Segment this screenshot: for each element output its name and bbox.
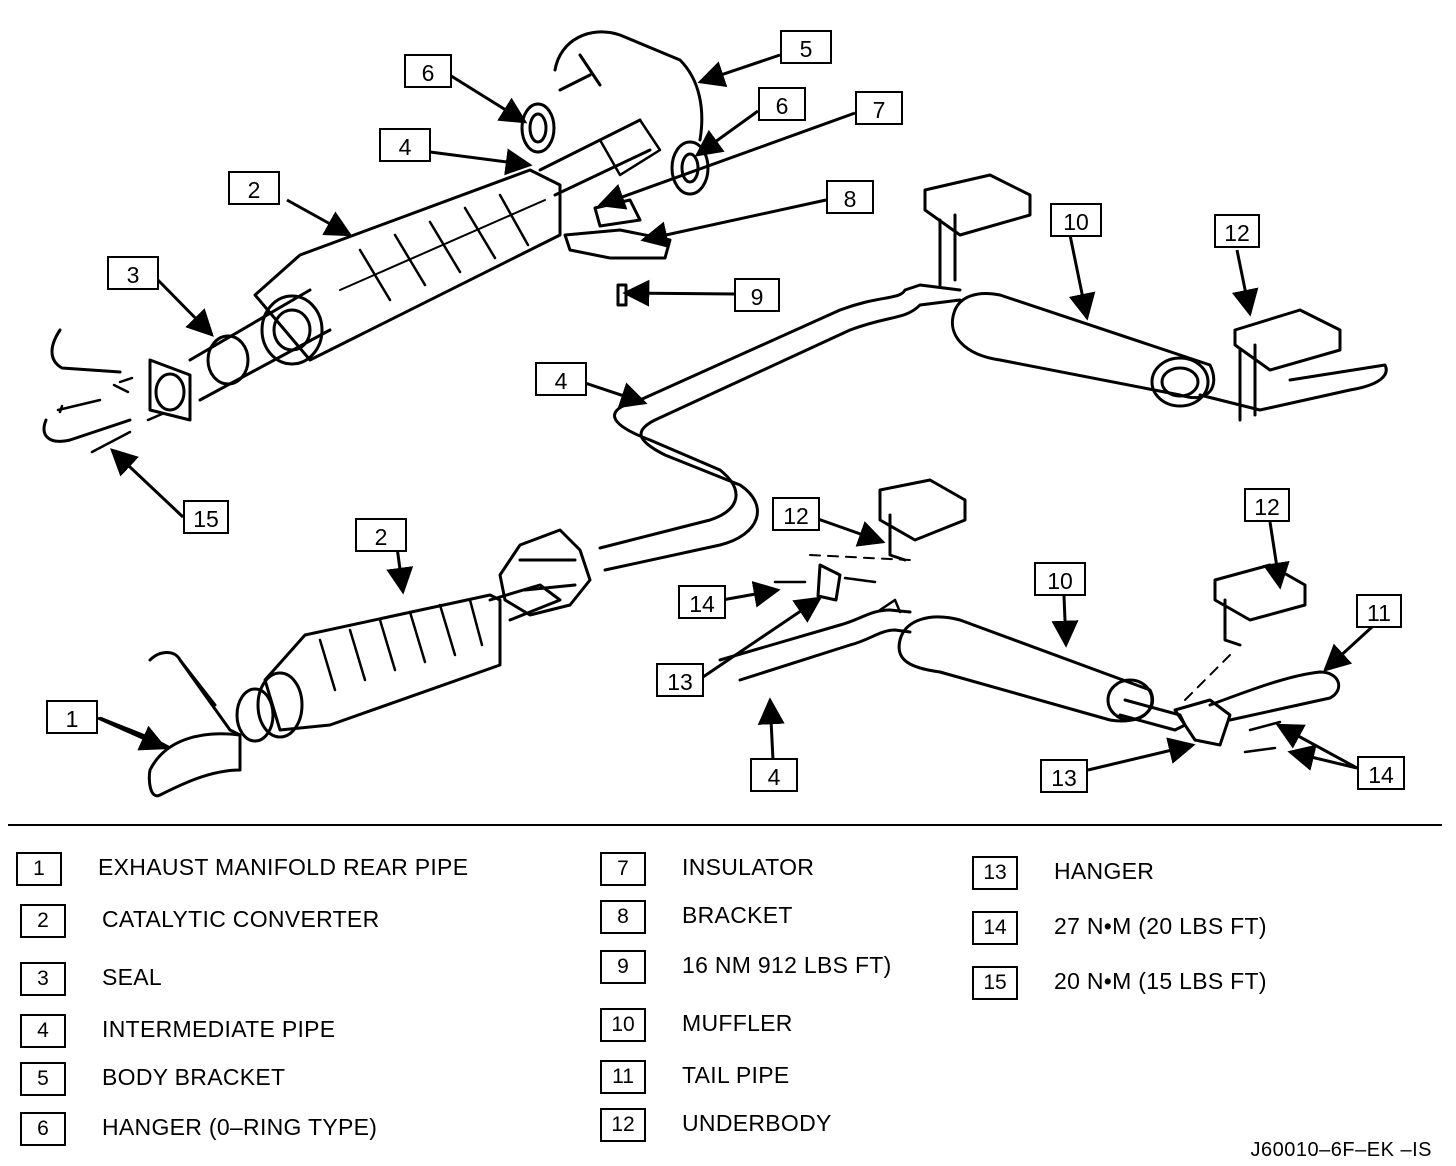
- lower-exhaust-manifold-rear-pipe: [147, 651, 275, 798]
- callout-9: 9: [734, 278, 780, 312]
- upper-insulator-bracket: [563, 198, 672, 307]
- legend-label: UNDERBODY: [682, 1110, 832, 1136]
- callout-13-left: 13: [656, 663, 704, 697]
- legend-number: 6: [20, 1112, 66, 1146]
- figure-code: J60010–6F–EK –IS: [1250, 1139, 1432, 1161]
- upper-front-pipe-flange: [42, 328, 192, 454]
- leader-lines: [97, 53, 1374, 772]
- callout-14-left: 14: [678, 585, 726, 619]
- exhaust-system-illustration: [42, 30, 1388, 798]
- legend-divider: [8, 824, 1442, 826]
- upper-intermediate-pipe-section: [538, 118, 662, 197]
- legend-label: SEAL: [102, 964, 163, 990]
- legend-label: EXHAUST MANIFOLD REAR PIPE: [98, 854, 469, 880]
- callout-1: 1: [46, 700, 98, 734]
- legend-number: 4: [20, 1014, 66, 1048]
- callout-8: 8: [826, 180, 874, 214]
- callout-3: 3: [107, 256, 159, 290]
- legend-number: 8: [600, 900, 646, 934]
- legend-number: 3: [20, 962, 66, 996]
- lower-right-underbody-bracket: [1213, 563, 1307, 647]
- callout-10-lower: 10: [1034, 562, 1086, 596]
- callout-12-upper: 12: [1214, 214, 1260, 248]
- legend-number: 12: [600, 1108, 646, 1142]
- upper-right-underbody-brackets: [923, 173, 1342, 422]
- lower-tail-pipe: [1173, 654, 1341, 754]
- legend-label: MUFFLER: [682, 1010, 793, 1036]
- upper-catalytic-converter: [253, 168, 562, 366]
- upper-right-muffler: [950, 292, 1388, 412]
- callout-6-right: 6: [758, 87, 806, 121]
- upper-seal-ring: [188, 288, 332, 402]
- legend-number: 7: [600, 852, 646, 886]
- callout-11: 11: [1356, 594, 1402, 628]
- legend-number: 2: [20, 904, 66, 938]
- callout-6-left: 6: [404, 54, 452, 88]
- callout-15: 15: [183, 500, 229, 534]
- upper-body-bracket: [553, 30, 710, 196]
- legend-label: CATALYTIC CONVERTER: [102, 906, 380, 932]
- legend-number: 1: [16, 852, 62, 886]
- legend-label: BODY BRACKET: [102, 1064, 286, 1090]
- callout-5: 5: [780, 30, 832, 64]
- legend-label: BRACKET: [682, 902, 793, 928]
- callout-10-upper: 10: [1050, 203, 1102, 237]
- callout-4-lower: 4: [750, 758, 798, 792]
- legend-number: 14: [972, 911, 1018, 945]
- callout-12-middle: 12: [772, 497, 820, 531]
- legend-number: 11: [600, 1060, 646, 1094]
- lower-intermediate-pipe-section: [718, 598, 912, 682]
- legend-label: TAIL PIPE: [682, 1062, 790, 1088]
- legend-label: HANGER: [1054, 858, 1155, 884]
- legend-label: INTERMEDIATE PIPE: [102, 1016, 336, 1042]
- callout-7: 7: [855, 91, 903, 125]
- legend-label: 16 NM 912 LBS FT): [682, 952, 892, 978]
- legend-label: 27 N•M (20 LBS FT): [1054, 913, 1267, 939]
- intermediate-pipe: [598, 283, 962, 572]
- legend-label: 20 N•M (15 LBS FT): [1054, 968, 1267, 994]
- legend-number: 9: [600, 950, 646, 984]
- lower-pipe-flange-clamp: [498, 528, 592, 617]
- lower-catalytic-converter: [256, 583, 562, 739]
- legend-label: HANGER (0–RING TYPE): [102, 1114, 378, 1140]
- callout-4-upper: 4: [379, 128, 431, 162]
- callout-14-right: 14: [1357, 756, 1405, 790]
- callout-12-right: 12: [1244, 488, 1290, 522]
- legend-label: INSULATOR: [682, 854, 815, 880]
- callout-13-right: 13: [1040, 759, 1088, 793]
- legend-number: 10: [600, 1008, 646, 1042]
- lower-muffler: [897, 615, 1187, 732]
- callout-2-upper: 2: [228, 171, 280, 205]
- legend-number: 13: [972, 856, 1018, 890]
- legend-number: 5: [20, 1062, 66, 1096]
- upper-hanger-o-ring: [520, 102, 556, 154]
- callout-4-middle: 4: [535, 362, 587, 396]
- callout-2-lower: 2: [355, 518, 407, 552]
- legend-number: 15: [972, 966, 1018, 1000]
